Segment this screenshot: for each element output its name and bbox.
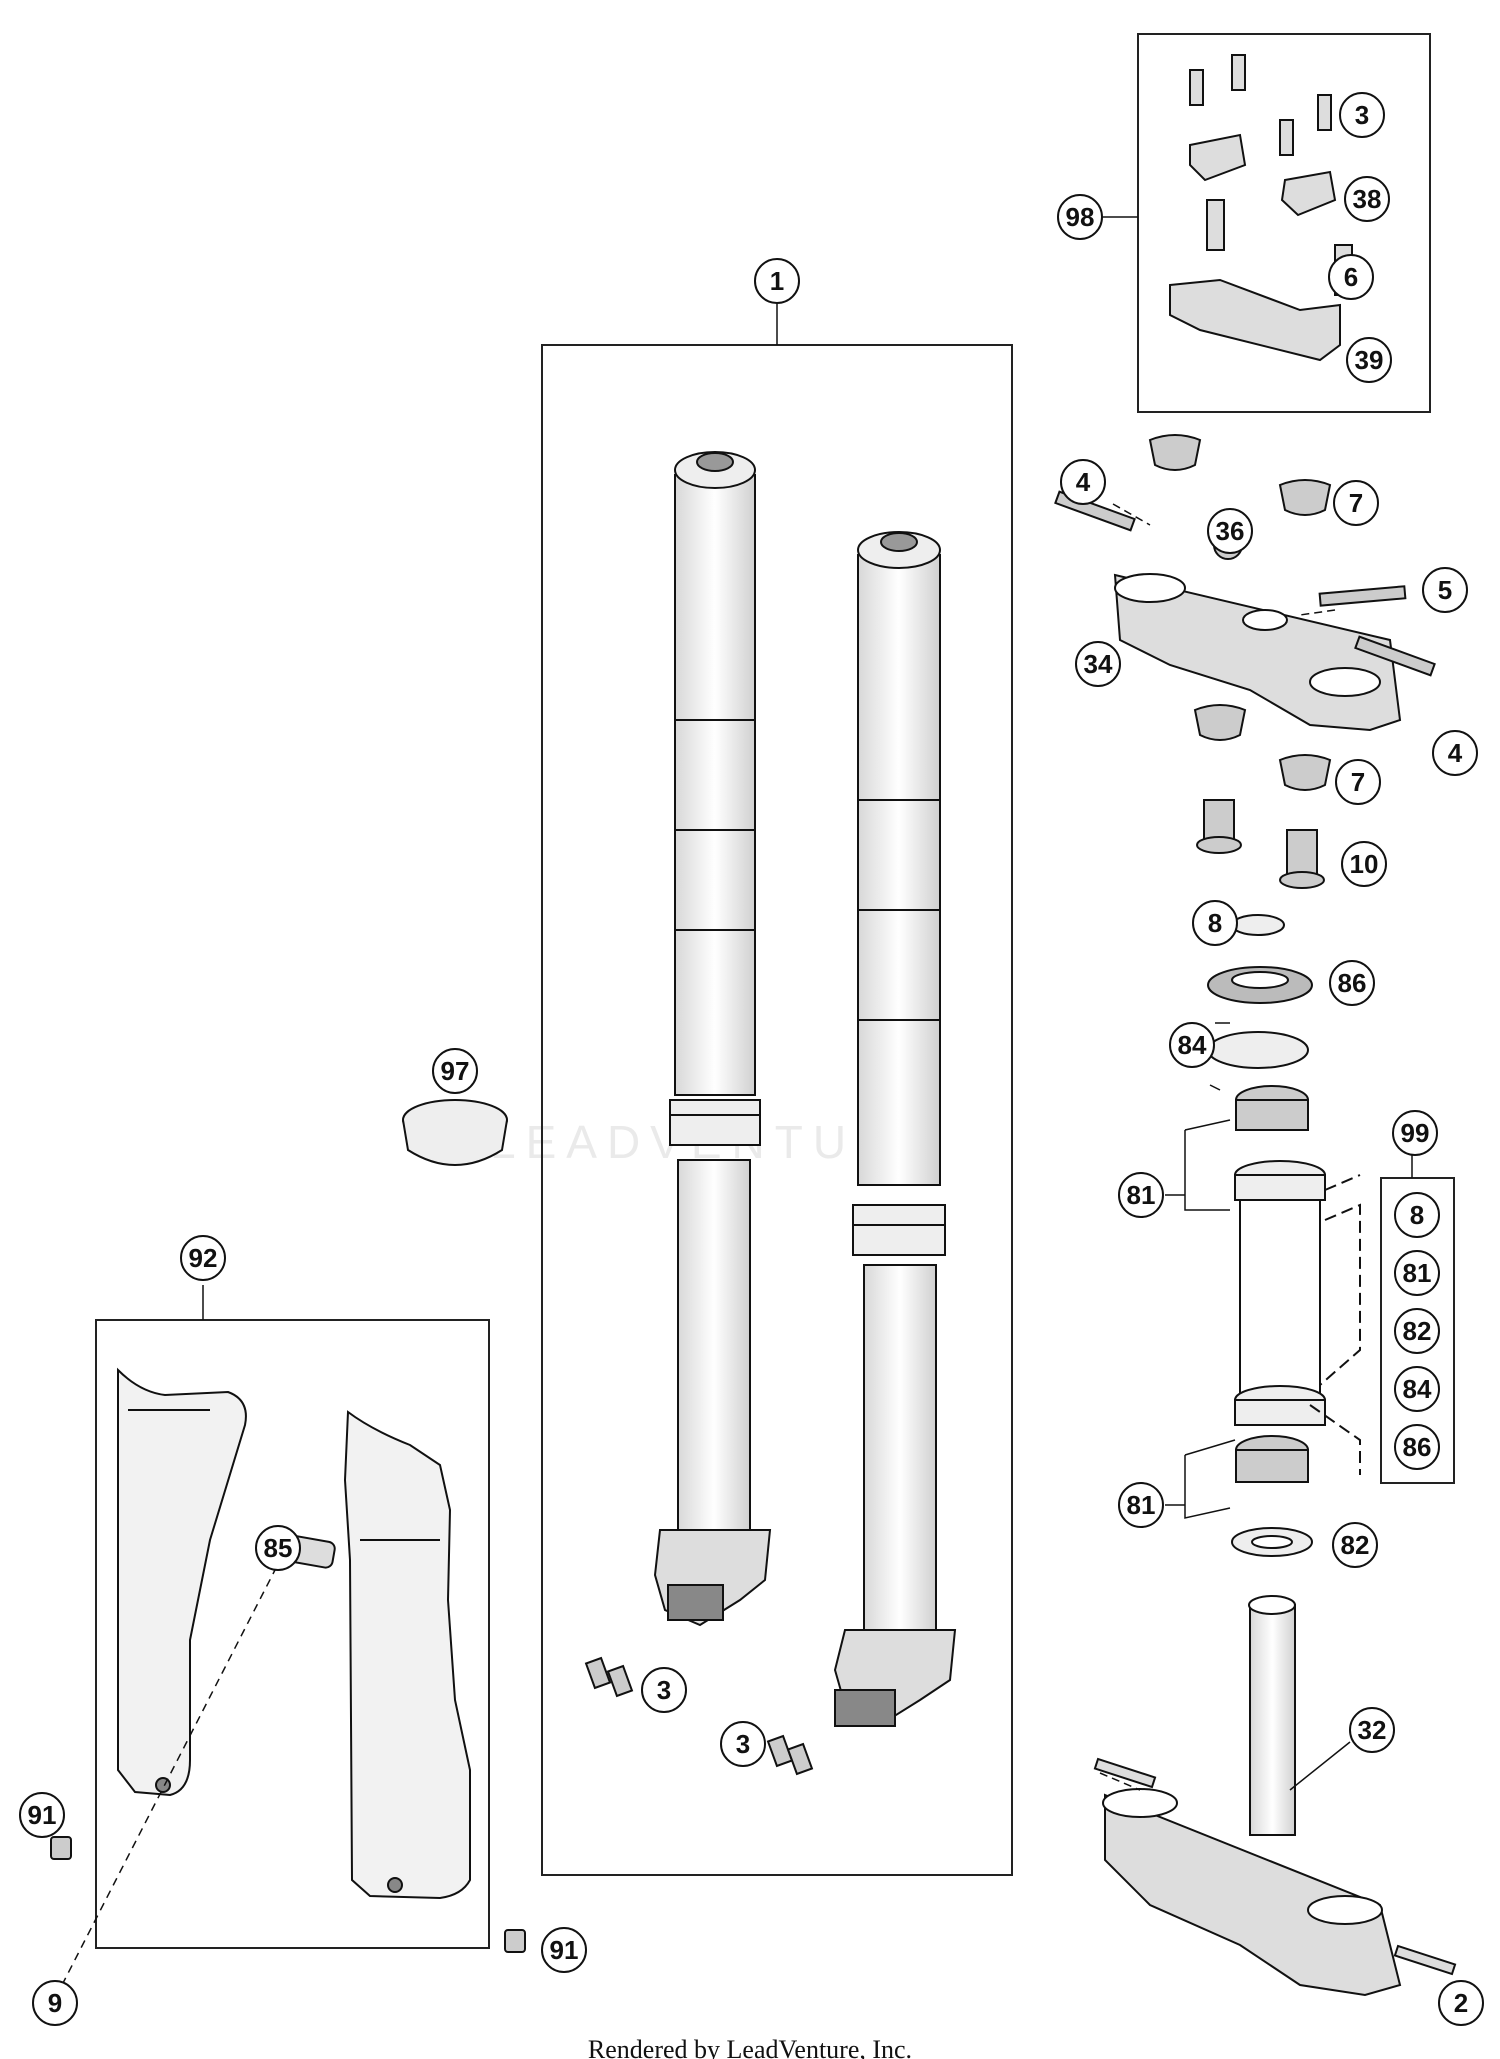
svg-text:7: 7 — [1351, 767, 1365, 797]
callout-3-kit: 3 — [1339, 92, 1385, 138]
axle-clamp-bolts-right — [766, 1734, 814, 1776]
svg-text:7: 7 — [1349, 488, 1363, 518]
callout-99: 99 — [1392, 1110, 1438, 1156]
svg-text:84: 84 — [1178, 1030, 1207, 1060]
callout-97: 97 — [432, 1048, 478, 1094]
callout-85: 85 — [255, 1525, 301, 1571]
svg-text:99: 99 — [1401, 1118, 1430, 1148]
svg-text:2: 2 — [1454, 1988, 1468, 2018]
fork-leg-left — [653, 451, 772, 1627]
svg-text:81: 81 — [1127, 1490, 1156, 1520]
svg-text:98: 98 — [1066, 202, 1095, 232]
group-box-99 — [1380, 1177, 1455, 1484]
svg-text:32: 32 — [1358, 1715, 1387, 1745]
stem-outline — [1309, 1174, 1361, 1475]
kit-99-item: 8 — [1394, 1192, 1440, 1238]
callout-9: 9 — [32, 1980, 78, 2026]
svg-text:82: 82 — [1341, 1530, 1370, 1560]
svg-text:91: 91 — [28, 1800, 57, 1830]
svg-text:39: 39 — [1355, 345, 1384, 375]
kit-99-item: 86 — [1394, 1424, 1440, 1470]
svg-text:97: 97 — [441, 1056, 470, 1086]
svg-text:4: 4 — [1076, 467, 1091, 497]
callout-86: 86 — [1329, 960, 1375, 1006]
svg-text:9: 9 — [48, 1988, 62, 2018]
svg-text:81: 81 — [1403, 1258, 1432, 1288]
callout-38: 38 — [1344, 176, 1390, 222]
callout-84: 84 — [1169, 1022, 1215, 1068]
svg-text:3: 3 — [736, 1729, 750, 1759]
upper-triple-clamp — [1113, 573, 1402, 732]
callout-81-bottom: 81 — [1118, 1482, 1164, 1528]
svg-text:38: 38 — [1353, 184, 1382, 214]
svg-text:91: 91 — [550, 1935, 579, 1965]
callout-2: 2 — [1438, 1980, 1484, 2026]
callout-81-top: 81 — [1118, 1172, 1164, 1218]
group-box-98 — [1137, 33, 1431, 413]
svg-text:3: 3 — [1355, 100, 1369, 130]
svg-text:92: 92 — [189, 1243, 218, 1273]
handlebar-clamp-kit — [1169, 54, 1353, 362]
svg-text:82: 82 — [1403, 1316, 1432, 1346]
fork-leg-right — [833, 531, 957, 1727]
lower-triple-clamp — [1093, 1595, 1457, 1997]
kit-99-item: 84 — [1394, 1366, 1440, 1412]
svg-text:81: 81 — [1127, 1180, 1156, 1210]
callout-4-bottom: 4 — [1432, 730, 1478, 776]
callout-91-right: 91 — [541, 1927, 587, 1973]
svg-text:86: 86 — [1338, 968, 1367, 998]
callout-4-top: 4 — [1060, 459, 1106, 505]
svg-text:3: 3 — [657, 1675, 671, 1705]
callout-10: 10 — [1341, 841, 1387, 887]
callout-3-right: 3 — [720, 1721, 766, 1767]
callout-1: 1 — [754, 258, 800, 304]
fork-guard-right — [343, 1410, 471, 1900]
leader-guard-screw — [61, 1569, 276, 1986]
group-box-92 — [95, 1319, 490, 1949]
fork-guard-left — [117, 1367, 247, 1797]
steering-bearings — [1207, 914, 1326, 1557]
svg-text:86: 86 — [1403, 1432, 1432, 1462]
svg-text:10: 10 — [1350, 849, 1379, 879]
callout-34: 34 — [1075, 641, 1121, 687]
svg-text:5: 5 — [1438, 575, 1452, 605]
callout-32: 32 — [1349, 1707, 1395, 1753]
axle-clamp-bolts-left — [584, 1656, 634, 1698]
callout-82: 82 — [1332, 1522, 1378, 1568]
ring-97 — [402, 1099, 508, 1166]
callout-5: 5 — [1422, 567, 1468, 613]
callout-3-left: 3 — [641, 1667, 687, 1713]
svg-text:6: 6 — [1344, 262, 1358, 292]
callout-36: 36 — [1207, 508, 1253, 554]
svg-text:36: 36 — [1216, 516, 1245, 546]
svg-text:85: 85 — [264, 1533, 293, 1563]
svg-text:8: 8 — [1410, 1200, 1424, 1230]
callout-8: 8 — [1192, 900, 1238, 946]
callout-91-left: 91 — [19, 1792, 65, 1838]
clamp-bolts — [1054, 434, 1436, 889]
callout-7-top: 7 — [1333, 480, 1379, 526]
callout-92: 92 — [180, 1235, 226, 1281]
svg-text:34: 34 — [1084, 649, 1113, 679]
svg-text:8: 8 — [1208, 908, 1222, 938]
callout-6: 6 — [1328, 254, 1374, 300]
kit-99-item: 82 — [1394, 1308, 1440, 1354]
callout-7-bottom: 7 — [1335, 759, 1381, 805]
footer-credit: Rendered by LeadVenture, Inc. — [587, 2035, 913, 2059]
svg-text:84: 84 — [1403, 1374, 1432, 1404]
svg-text:1: 1 — [770, 266, 784, 296]
callout-98: 98 — [1057, 194, 1103, 240]
callout-39: 39 — [1346, 337, 1392, 383]
svg-text:4: 4 — [1448, 738, 1463, 768]
kit-99-item: 81 — [1394, 1250, 1440, 1296]
